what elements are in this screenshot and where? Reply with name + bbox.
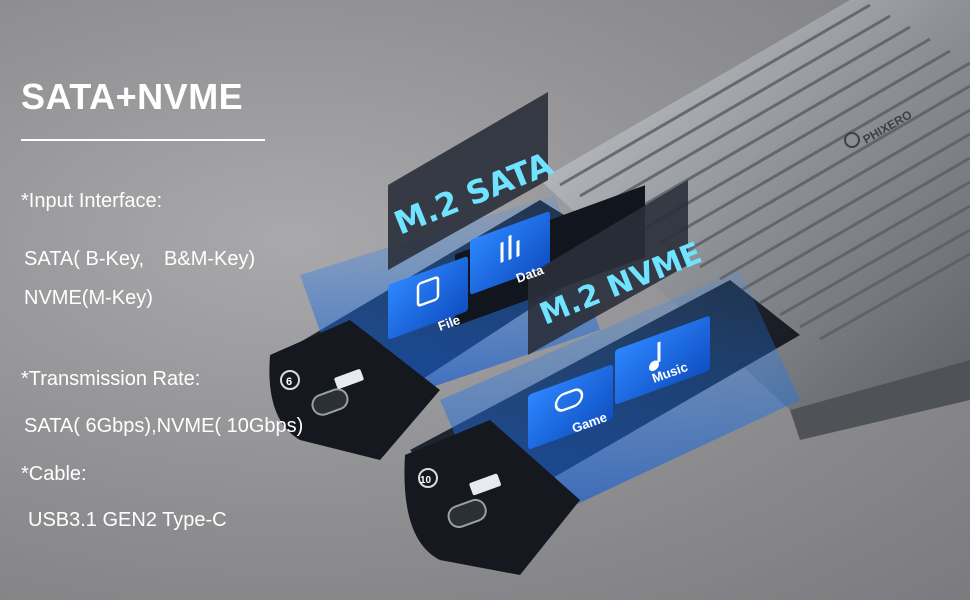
transmission-heading: *Transmission Rate: (21, 368, 201, 390)
chip-label-file: File (436, 312, 462, 334)
headline-divider (21, 139, 265, 141)
aluminum-housing (540, 0, 970, 440)
sata-enclosure (269, 92, 645, 460)
headline: SATA+NVME (21, 76, 244, 117)
data-chip (470, 211, 550, 295)
file-chip (388, 256, 468, 340)
nvme-speed-badge: 10 (420, 475, 432, 486)
transmission-line1: SATA( 6Gbps),NVME( 10Gbps) (24, 415, 304, 437)
input-interface-line2: NVME(M-Key) (24, 287, 153, 309)
input-interface-line1: SATA( B-Key, B&M-Key) (24, 248, 256, 270)
input-interface-heading: *Input Interface: (21, 190, 163, 212)
cable-line1: USB3.1 GEN2 Type-C (28, 509, 227, 531)
spec-panel: SATA+NVME *Input Interface: SATA( B-Key,… (0, 0, 360, 600)
game-chip (528, 364, 613, 450)
sata-speed-badge: 6 (286, 376, 292, 388)
music-chip (615, 316, 710, 405)
cable-heading: *Cable: (21, 463, 87, 485)
nvme-enclosure (404, 180, 800, 575)
